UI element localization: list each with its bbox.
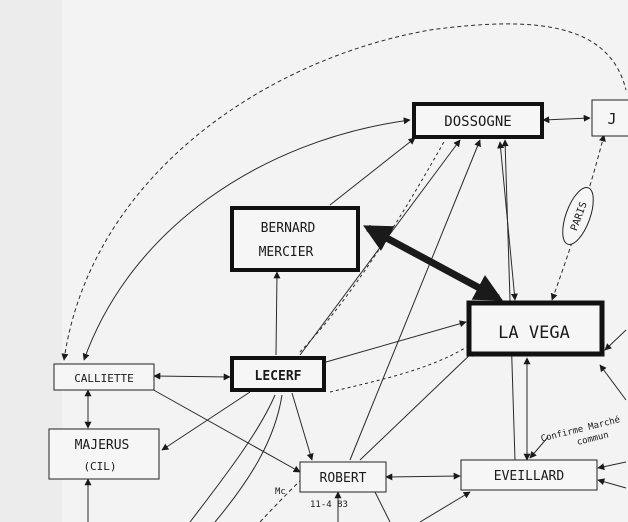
edge-bottom-robert-eveillard: [419, 491, 471, 522]
edge-lecerf-lavega: [325, 320, 467, 363]
edge-bottom-2: [214, 394, 283, 522]
node-lecerf-label: LECERF: [255, 369, 302, 384]
node-la-vega[interactable]: LA VEGA: [466, 300, 605, 357]
edge-lecerf-bernard: [273, 271, 281, 356]
edge-calliette-j: [61, 23, 627, 361]
edge-dossogne-j: [542, 114, 591, 124]
node-j[interactable]: J: [591, 99, 628, 137]
node-calliette[interactable]: CALLIETTE: [53, 363, 155, 391]
edge-lavega-bernard-strong: [363, 224, 503, 302]
annotation-paris: PARIS: [562, 187, 594, 245]
node-robert-label: ROBERT: [320, 471, 367, 486]
node-la-vega-label: LA VEGA: [498, 323, 570, 343]
node-calliette-label: CALLIETTE: [74, 372, 134, 385]
connections: [61, 23, 627, 522]
edge-bottom-1: [189, 394, 276, 522]
annotation-robert-numbers: 11-4 83: [310, 500, 348, 510]
node-majerus-label-2: (CIL): [83, 460, 116, 473]
edge-eveillard-right-2: [597, 478, 627, 489]
node-eveillard[interactable]: EVEILLARD: [460, 459, 598, 491]
node-bernard-mercier-label-2: MERCIER: [259, 245, 314, 260]
node-eveillard-label: EVEILLARD: [494, 469, 565, 484]
node-dossogne-label: DOSSOGNE: [444, 114, 511, 130]
node-bernard-mercier[interactable]: BERNARD MERCIER: [230, 206, 360, 272]
node-majerus-label-1: MAJERUS: [75, 438, 130, 453]
annotation-robert-prefix: Mc: [275, 487, 286, 497]
node-robert[interactable]: ROBERT: [299, 461, 387, 493]
edge-calliette-dossogne: [82, 117, 411, 361]
edge-eveillard-right: [597, 461, 627, 471]
annotation-eveillard-pointer: [529, 436, 549, 459]
node-j-label: J: [607, 110, 616, 128]
edge-robert-eveillard: [385, 472, 461, 481]
edge-robert-lavega: [359, 349, 476, 461]
edge-lecerf-robert: [291, 392, 314, 461]
node-bernard-mercier-label-1: BERNARD: [261, 221, 316, 236]
edge-dossogne-bernard: [329, 137, 416, 206]
edge-calliette-lecerf: [153, 372, 231, 381]
edge-lavega-right-low: [599, 364, 627, 401]
edge-calliette-robert: [149, 387, 301, 473]
node-lecerf[interactable]: LECERF: [230, 356, 326, 392]
node-majerus[interactable]: MAJERUS (CIL): [48, 428, 160, 480]
edge-eveillard-dossogne: [501, 139, 516, 461]
edge-lavega-right: [604, 329, 627, 351]
edge-robert-down-2: [374, 491, 391, 522]
node-dossogne[interactable]: DOSSOGNE: [412, 102, 544, 139]
edge-lecerf-majerus: [161, 391, 251, 451]
